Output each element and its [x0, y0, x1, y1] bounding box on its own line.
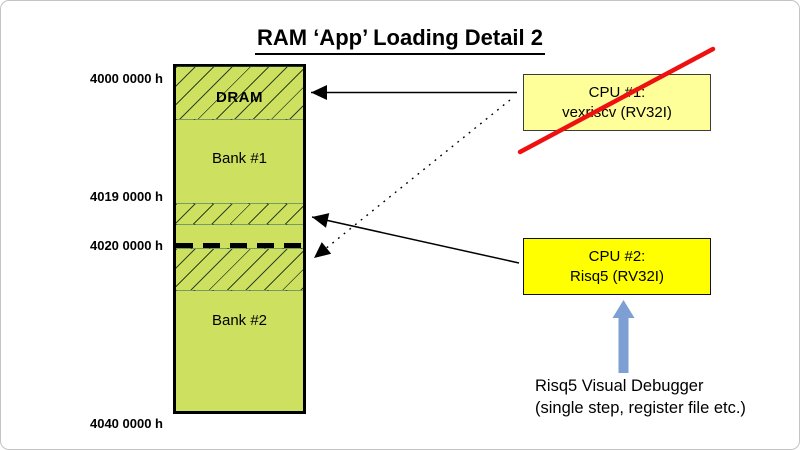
- page-title: RAM ‘App’ Loading Detail 2: [1, 25, 799, 55]
- debugger-up-arrow-icon: [612, 300, 635, 373]
- page-title-text: RAM ‘App’ Loading Detail 2: [254, 25, 545, 55]
- bank1-label: Bank #1: [211, 150, 268, 167]
- debugger-caption-line1: Risq5 Visual Debugger: [535, 377, 704, 395]
- memory-section-hatched-low: [176, 248, 303, 291]
- address-label-4020: 4020 0000 h: [89, 238, 163, 253]
- dram-label: DRAM: [216, 89, 263, 106]
- arrow-cpu2-to-bank1-region: [311, 213, 520, 264]
- memory-box: DRAM Bank #1 Bank #2: [173, 64, 306, 414]
- bank-boundary-dashed-line: [176, 243, 303, 248]
- cpu2-box: CPU #2: Risq5 (RV32I): [523, 238, 711, 295]
- cpu2-line2: Risq5 (RV32I): [570, 267, 664, 285]
- cpu1-line2: vexriscv (RV32I): [562, 103, 672, 121]
- debugger-caption-line2: (single step, register file etc.): [535, 398, 746, 417]
- cpu1-box: CPU #1: vexriscv (RV32I): [523, 74, 711, 131]
- memory-section-hatched-mid: [176, 203, 303, 225]
- address-label-4000: 4000 0000 h: [89, 71, 163, 86]
- cpu1-line1: CPU #1:: [588, 83, 646, 101]
- cpu2-line1: CPU #2:: [588, 247, 646, 265]
- debugger-caption: Risq5 Visual Debugger (single step, regi…: [535, 376, 746, 419]
- address-label-4040: 4040 0000 h: [89, 416, 163, 431]
- address-label-4019: 4019 0000 h: [89, 189, 163, 204]
- bank2-label: Bank #2: [211, 312, 268, 329]
- memory-section-dram-hatched: [176, 66, 303, 120]
- dotted-arrow-cpu1-to-bank2-region: [313, 99, 511, 259]
